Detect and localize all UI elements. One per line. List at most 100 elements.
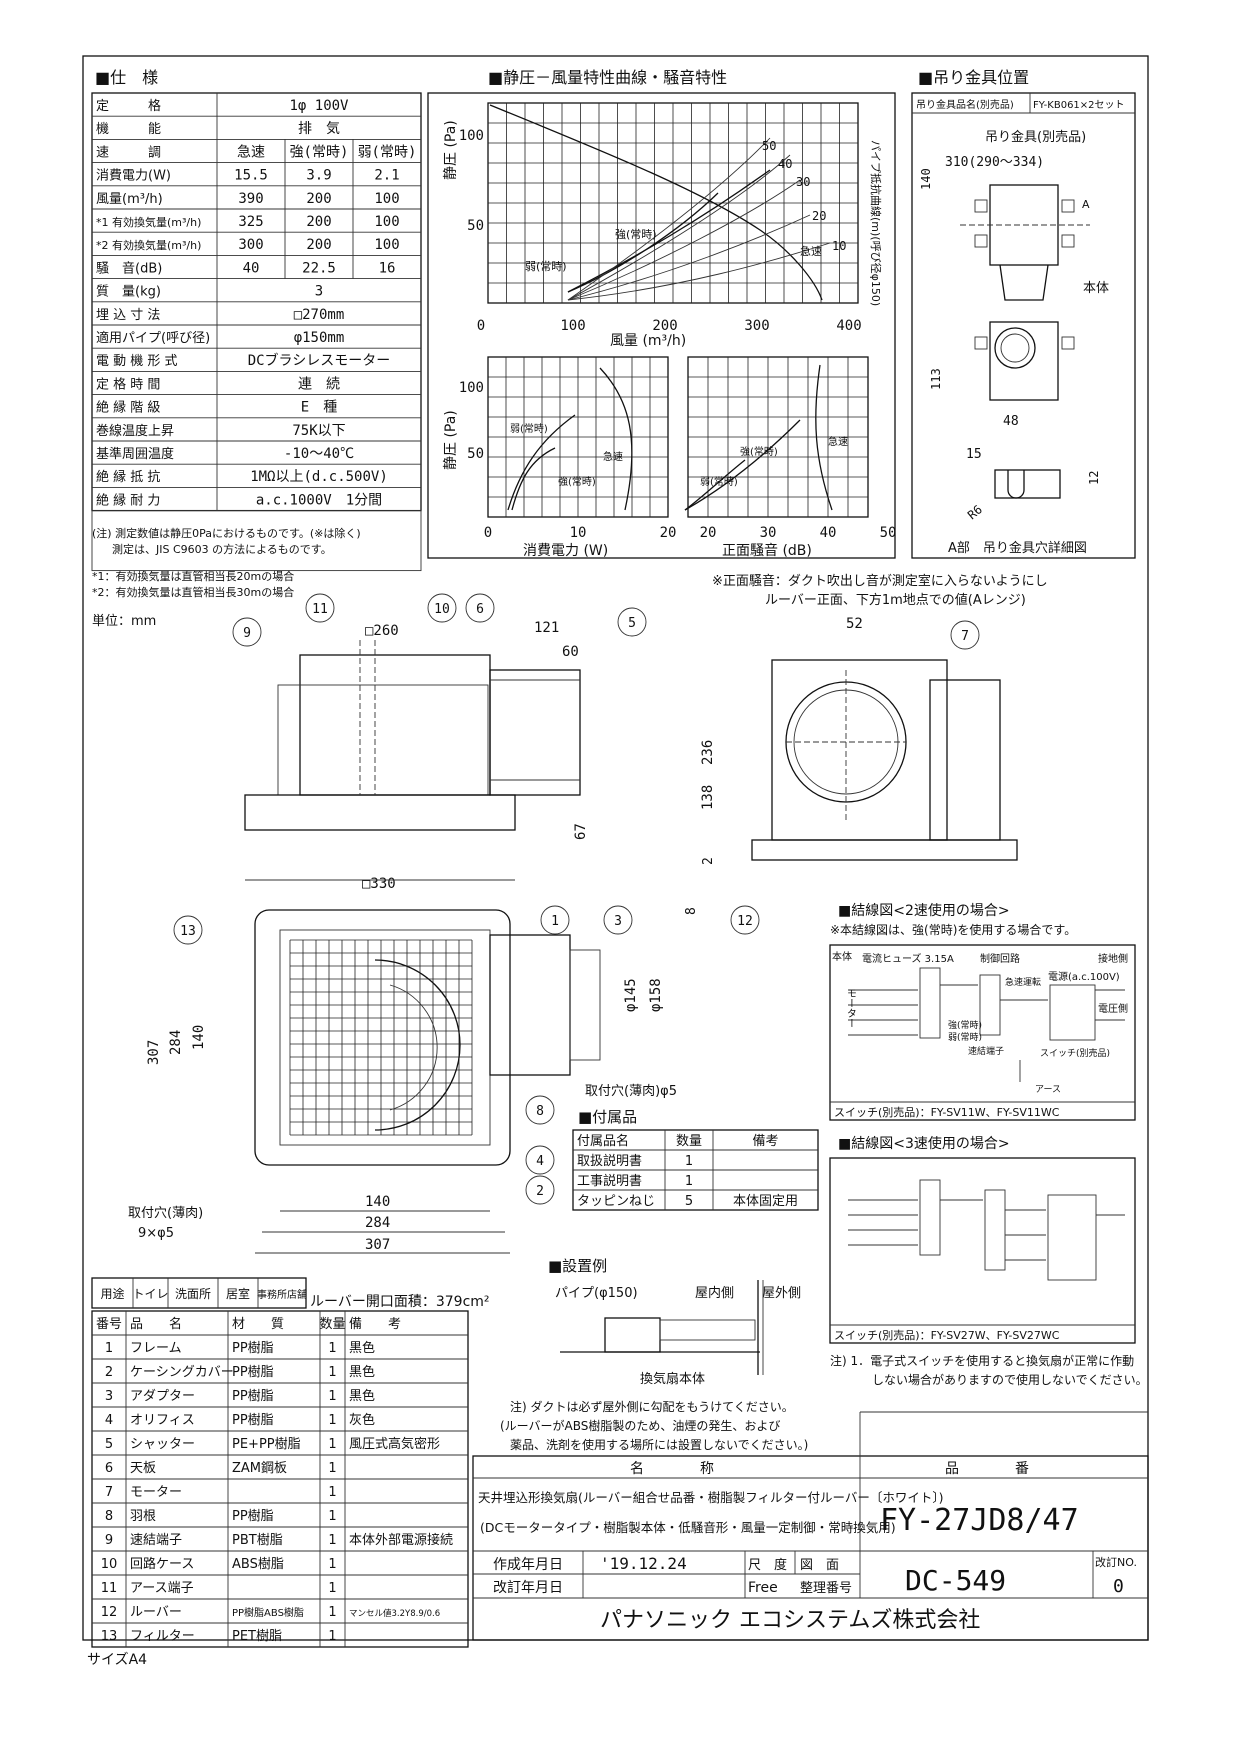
balloon-11 [305, 593, 335, 623]
parts-cell: 9 [105, 1533, 113, 1548]
usage-row: 用途トイレ洗面所居室事務所店舗 [91, 1277, 307, 1309]
parts-cell: 黒色 [349, 1388, 375, 1404]
accessory-cell: タッピンねじ [577, 1194, 655, 1209]
parts-cell: 4 [105, 1413, 113, 1428]
curve-heading: ■静圧－風量特性曲線・騒音特性 [488, 68, 727, 87]
spec-footnote-1: *1：有効換気量は直管相当長20mの場合 [92, 569, 294, 583]
spec-row-value: E 種 [301, 400, 337, 416]
pipe-value: 50 [762, 139, 776, 153]
spec-row-value: 1MΩ以上(d.c.500V) [250, 469, 388, 485]
x-tick: 200 [652, 318, 677, 334]
dim-307: 307 [146, 1040, 162, 1065]
wiring3-switch-models: スイッチ(別売品)：FY-SV27W、FY-SV27WC [834, 1329, 1060, 1342]
title-block [472, 1411, 1149, 1641]
wiring2-diagram [848, 967, 1125, 1082]
mode-label: 弱(常時) [510, 422, 548, 435]
spec-row-value: 200 [306, 214, 331, 230]
title-name-2: (DCモータータイプ・樹脂製本体・低騒音形・風量一定制御・常時換気用) [480, 1520, 896, 1535]
wiring2-ground-side: 接地側 [1098, 952, 1128, 965]
wiring2-fuse: 電流ヒューズ 3.15A [862, 952, 954, 965]
strong-pq-curve [567, 169, 771, 293]
accessories-heading: ■付属品 [578, 1108, 637, 1126]
wiring2-heading: ■結線図<2速使用の場合> [838, 902, 1010, 919]
bottom-dim-284: 284 [365, 1215, 390, 1231]
parts-header: 品 名 [130, 1316, 182, 1332]
hanger-side-view [974, 321, 1075, 401]
quick-pq-curve [489, 104, 823, 301]
title-name-header: 名 称 [630, 1461, 714, 1477]
hanger-part-value: FY-KB061×2セット [1033, 99, 1125, 111]
hanger-dim-113: 113 [929, 368, 943, 390]
wiring2-note: ※本結線図は、強(常時)を使用する場合です。 [830, 922, 1076, 937]
hanger-dim-15: 15 [966, 447, 982, 462]
spec-row-value: 390 [238, 191, 263, 207]
usage-cell: 洗面所 [175, 1287, 211, 1301]
balloon-number: 6 [476, 602, 484, 617]
parts-cell: 黒色 [349, 1364, 375, 1380]
x-tick: 100 [560, 318, 585, 334]
balloon-number: 5 [628, 616, 636, 631]
parts-cell: 8 [105, 1509, 113, 1524]
made-date-label: 作成年月日 [493, 1557, 563, 1573]
accessory-cell: 工事説明書 [577, 1173, 642, 1189]
balloon-8 [525, 1095, 555, 1125]
balloon-number: 10 [434, 602, 450, 617]
balloon-number: 7 [961, 629, 969, 644]
scale-label: 尺 度 [748, 1557, 787, 1573]
parts-header: 備 考 [349, 1316, 401, 1332]
bottom-view-drawing [254, 909, 601, 1166]
x-tick: 300 [744, 318, 769, 334]
spec-row-value: 3 [315, 284, 323, 300]
spec-row-label: *2 有効換気量(m³/h) [96, 238, 201, 252]
spec-row-label: 消費電力(W) [96, 169, 171, 184]
doc-number-label: 整理番号 [800, 1581, 852, 1596]
noise-note-a: ※正面騒音：ダクト吹出し音が測定室に入らないようにし [712, 573, 1048, 589]
noise-curve-quick [815, 364, 833, 511]
spec-row-value: 連 続 [298, 375, 340, 392]
spec-row-label: 適用パイプ(呼び径) [96, 330, 210, 346]
balloon-number: 13 [180, 924, 196, 939]
balloon-9 [232, 617, 262, 647]
hanger-frame [911, 92, 1136, 559]
balloon-number: 9 [243, 626, 251, 641]
accessory-cell: 1 [685, 1154, 693, 1169]
company-name: パナソニック エコシステムズ株式会社 [600, 1608, 980, 1633]
accessory-cell: 1 [685, 1174, 693, 1189]
parts-cell: ケーシングカバー [130, 1365, 234, 1380]
install-note-1: 注) ダクトは必ず屋外側に勾配をもうけてください。 [510, 1399, 794, 1414]
usage-cell: トイレ [132, 1287, 168, 1301]
dim-67: 67 [573, 823, 589, 840]
spec-row-label: 電 動 機 形 式 [96, 354, 178, 369]
noise-grid [687, 356, 869, 518]
mode-label: 急速 [603, 450, 623, 463]
hanger-dim-48: 48 [1003, 414, 1019, 429]
parts-cell: PBT樹脂 [232, 1533, 283, 1548]
hanger-part-label: 吊り金具品名(別売品) [916, 98, 1014, 111]
y-tick: 50 [467, 446, 484, 462]
spec-row-value: 急速 [237, 144, 265, 160]
spec-row-value: a.c.1000V 1分間 [256, 492, 382, 508]
parts-cell: PP樹脂 [232, 1341, 274, 1356]
parts-cell: モーター [130, 1485, 182, 1500]
side-view-drawing [244, 640, 581, 831]
spec-row-label: 風量(m³/h) [96, 192, 163, 207]
power-curve-strong [507, 414, 576, 511]
spec-row-label: 定 格 時 間 [96, 376, 160, 392]
parts-cell: 1 [328, 1485, 336, 1500]
doc-number: DC-549 [905, 1564, 1006, 1597]
spec-row-value: DCブラシレスモーター [248, 352, 391, 369]
dim-60: 60 [562, 644, 579, 660]
balloon-number: 11 [312, 602, 328, 617]
install-note-2: (ルーバーがABS樹脂製のため、油煙の発生、および [500, 1418, 780, 1433]
wiring2-power: 電源(a.c.100V) [1048, 970, 1120, 983]
x-tick: 0 [477, 318, 485, 334]
spec-row-label: *1 有効換気量(m³/h) [96, 215, 201, 229]
parts-cell: PP樹脂 [232, 1365, 274, 1380]
main-xlabel: 風量 (m³/h) [610, 333, 686, 349]
pipe-curve-20 [567, 214, 811, 301]
parts-cell: 速結端子 [130, 1533, 182, 1548]
mode-label: 強(常時) [615, 228, 657, 241]
